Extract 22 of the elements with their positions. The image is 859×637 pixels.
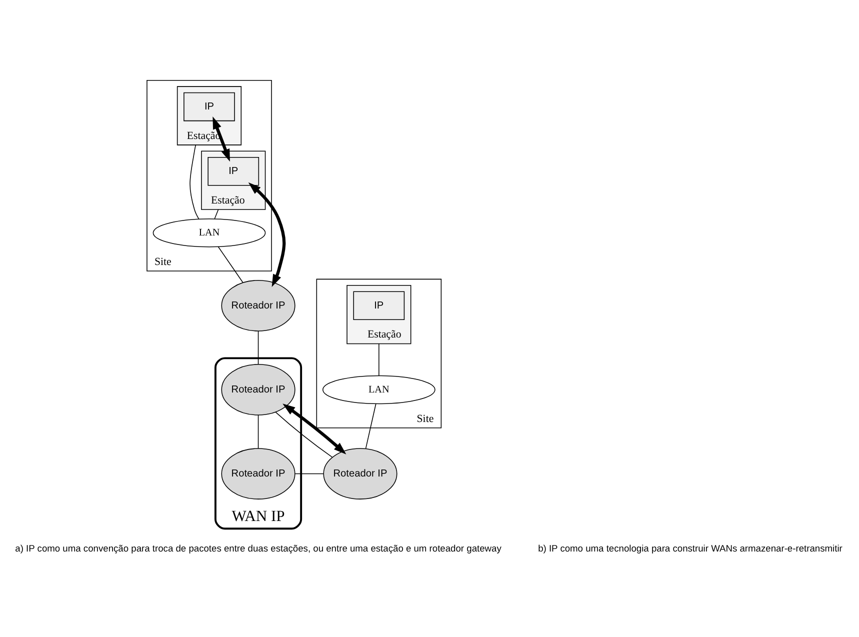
node-ellipse: Roteador IP	[221, 448, 296, 500]
arrow	[282, 404, 346, 454]
arrow	[212, 116, 230, 162]
label: a) IP como uma convenção para troca de pacotes entre duas estações, ou entre uma estação e um roteador gateway	[15, 543, 502, 554]
node-ellipse: LAN	[152, 218, 266, 248]
node-ellipse: Roteador IP	[323, 448, 398, 500]
node-box: IP	[208, 157, 260, 186]
node-ellipse: Roteador IP	[221, 280, 296, 332]
connector	[294, 473, 324, 474]
arrow	[248, 182, 286, 287]
connector	[214, 209, 219, 220]
connector	[258, 330, 259, 365]
connector	[275, 412, 333, 458]
node-box: IP	[353, 291, 405, 320]
node-ellipse: LAN	[322, 375, 436, 404]
label: b) IP como uma tecnologia para construir WANs armazenar-e-retransmitir	[538, 543, 842, 554]
node-box: IP	[184, 92, 235, 122]
connector	[365, 403, 376, 449]
connector	[258, 414, 259, 449]
connector	[190, 144, 200, 220]
connector	[218, 246, 244, 283]
connector	[378, 343, 380, 376]
